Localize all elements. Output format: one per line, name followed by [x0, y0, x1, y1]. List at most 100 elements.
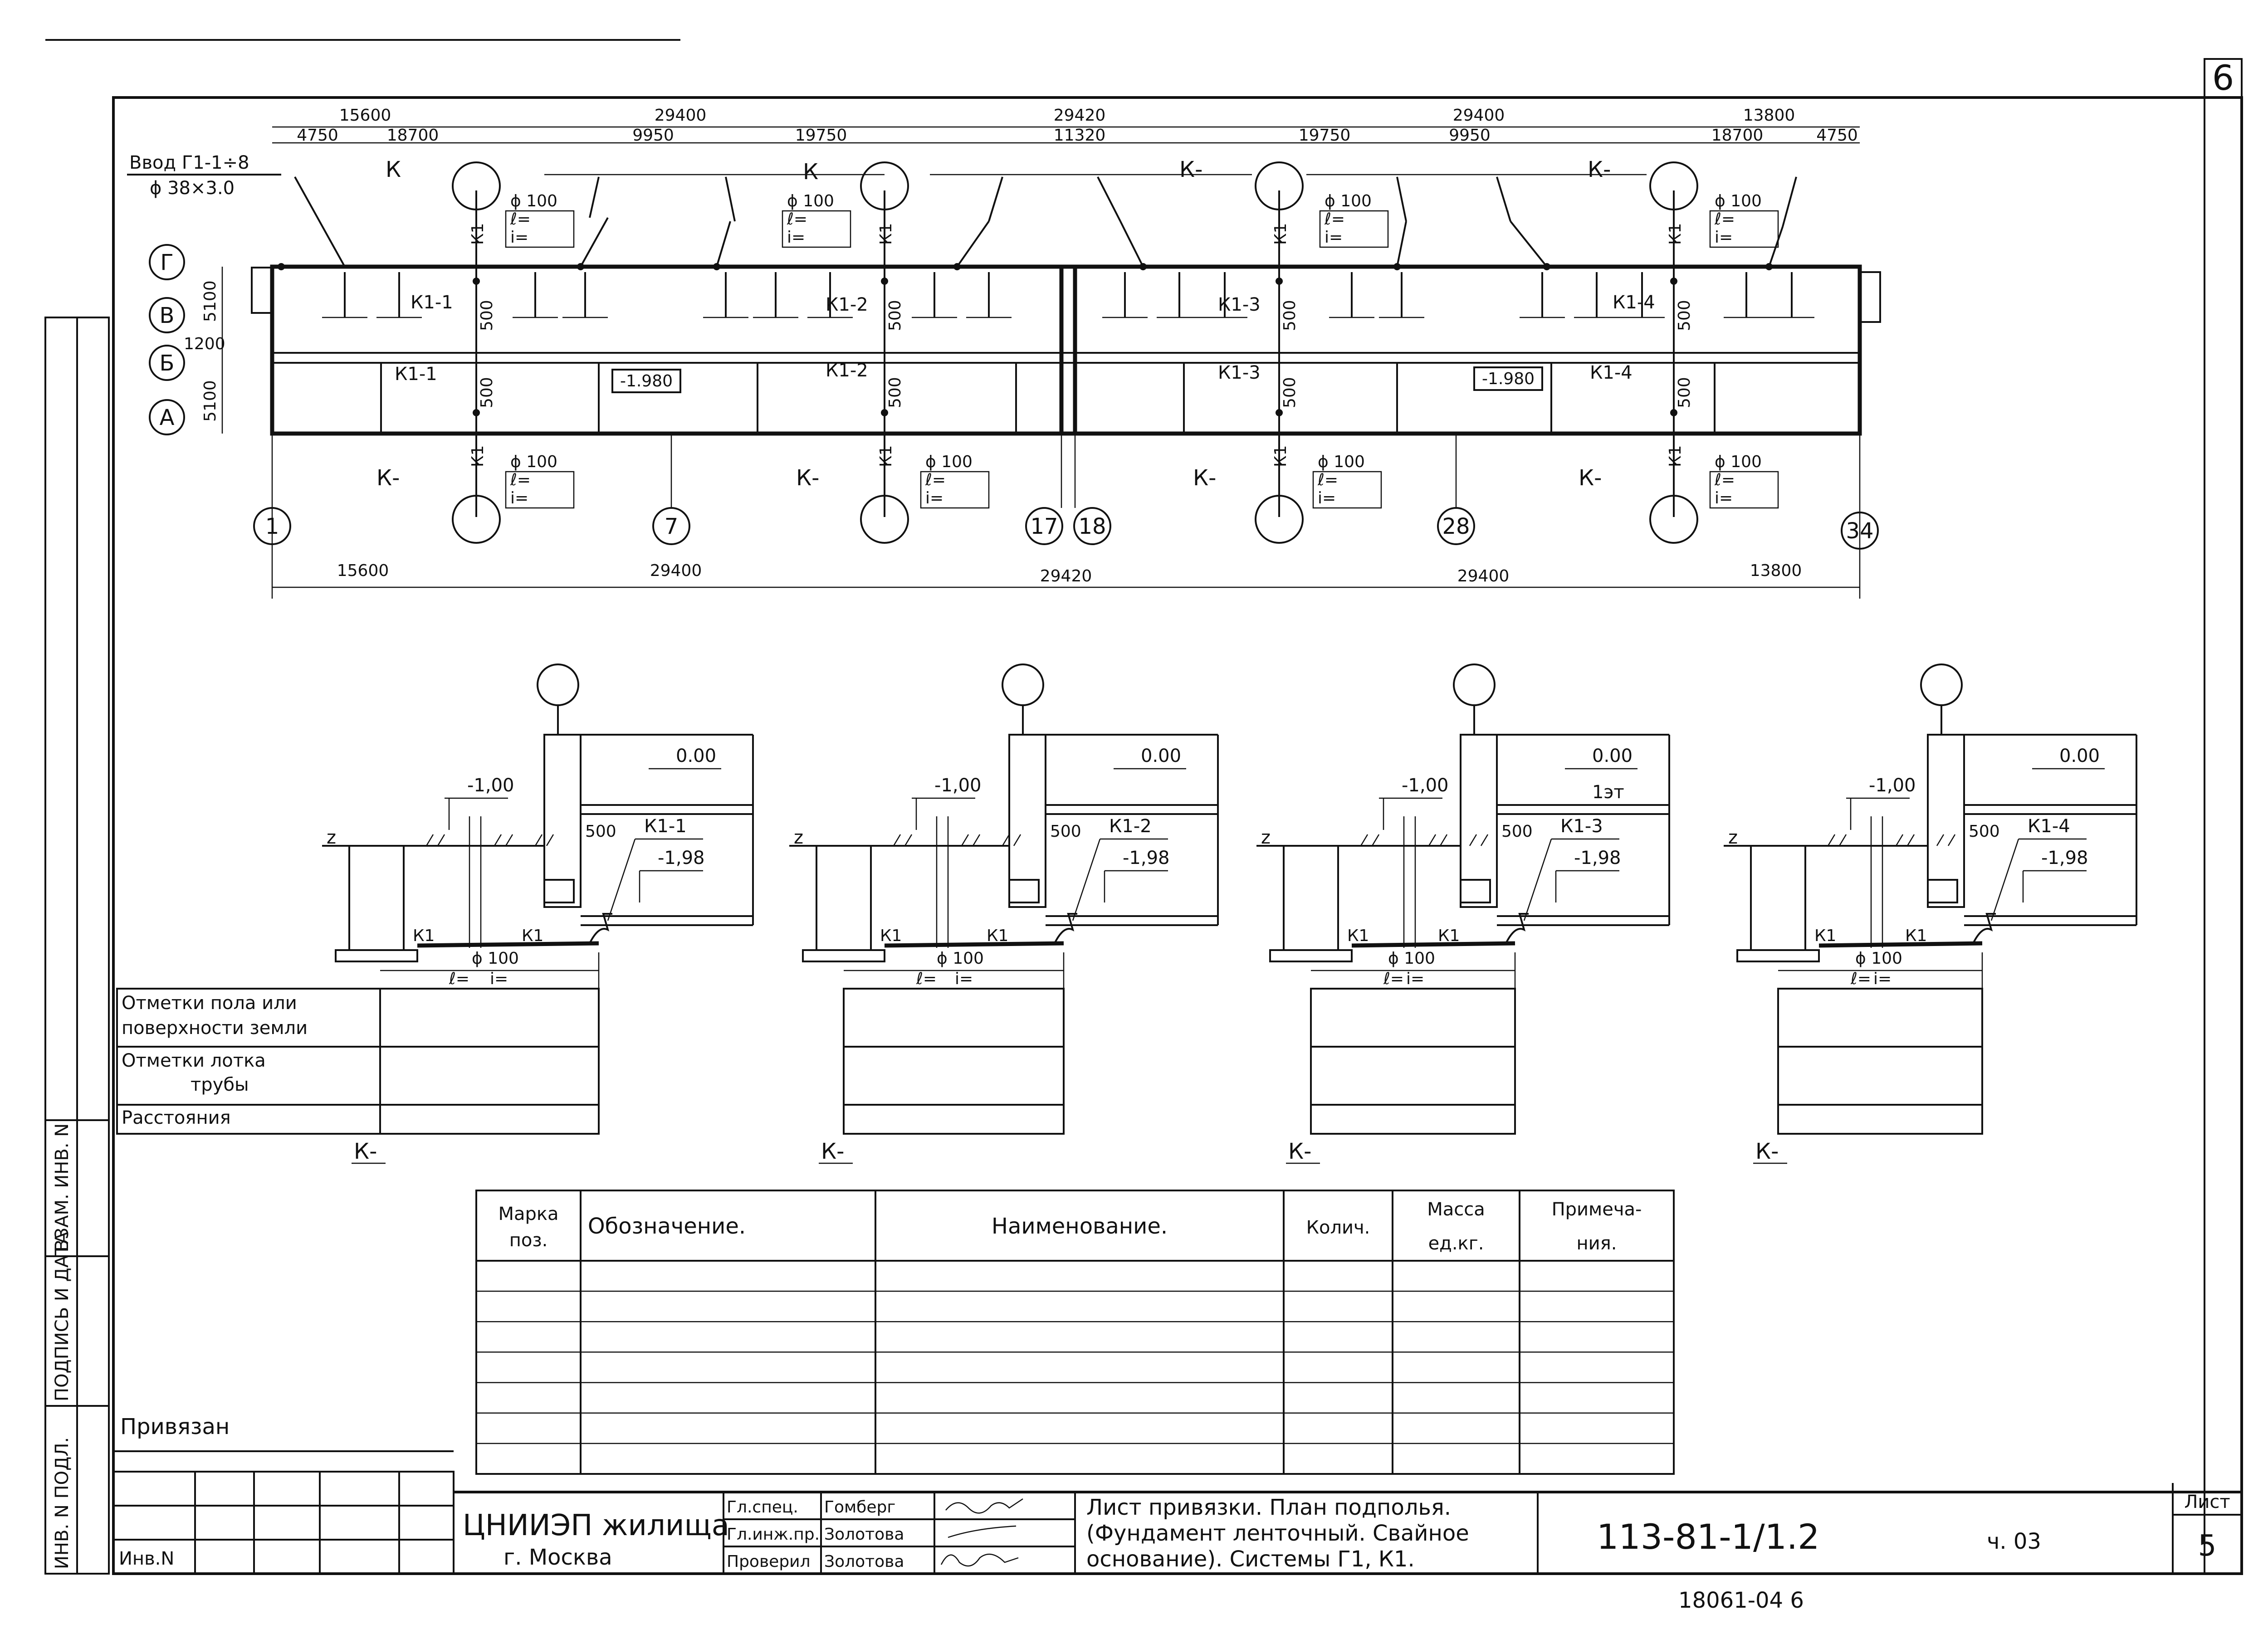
dim-500-1a: 500 [478, 300, 496, 331]
outlet-label-2: К1 [1905, 927, 1927, 945]
side-stamp-inv-podl: ИНВ. N ПОДЛ. [52, 1437, 73, 1569]
profile-row3: Расстояния [122, 1107, 231, 1128]
pipe-tag-i-4a: i= [1715, 228, 1733, 247]
pit [1008, 879, 1040, 903]
org-city: г. Москва [503, 1545, 612, 1570]
dim-500-3b: 500 [1281, 377, 1299, 408]
inv-no-label: Инв.N [119, 1548, 174, 1569]
riser-bottom-4: К1-4 [1590, 362, 1633, 383]
sheet-title-line-2: (Фундамент ленточный. Свайное [1086, 1521, 1469, 1546]
dim-500-2b: 500 [886, 377, 904, 408]
ground-elevation: -1,00 [1869, 775, 1916, 796]
outlet-label-1: К1 [880, 927, 902, 945]
riser-group-2: К К- К1-2 К1-2 500 500 К1 К1 ϕ 100 ℓ= i=… [782, 159, 990, 544]
spec-header-name: Наименование. [992, 1214, 1168, 1239]
side-stamp-podpis-data: ПОДПИСЬ И ДАТА [52, 1231, 73, 1401]
section-slope: i= [1873, 970, 1892, 988]
branch-line [580, 217, 609, 267]
section-length: ℓ= [1850, 970, 1871, 988]
top-sub-dim-9: 4750 [1816, 126, 1858, 145]
branch-line [1396, 176, 1407, 222]
spec-header-mark-1: Марка [498, 1204, 558, 1224]
spec-header-designation: Обозначение. [588, 1214, 746, 1239]
sheet-frame: 6 [45, 39, 2243, 1575]
foundation-pad [1269, 949, 1353, 962]
plan-elevation-1: -1.980 [620, 372, 673, 390]
pipe-tag-e-2b: ℓ= [925, 471, 946, 489]
pipe-tag-i-2b: i= [925, 489, 943, 507]
branch-line [988, 176, 1003, 222]
spec-header-mark-2: поз. [509, 1230, 548, 1251]
pipe-tag-e-3a: ℓ= [1324, 210, 1345, 229]
well-label-bottom-3: К- [1193, 465, 1216, 491]
dim-500: 500 [585, 822, 616, 841]
well-label-top-1: К [386, 157, 401, 182]
k1-label-4b: К1 [1666, 445, 1685, 467]
well-label-bottom-4: К- [1579, 465, 1602, 491]
floor-elevation: 0.00 [2059, 746, 2100, 766]
ground-elevation: -1,00 [467, 775, 514, 796]
bottom-elevation: -1,98 [2041, 848, 2088, 868]
top-dim-4: 29400 [1453, 106, 1505, 125]
outlet-label-2: К1 [522, 927, 543, 945]
ground-elevation: -1,00 [934, 775, 982, 796]
pipe-tag-d-1b: ϕ 100 [510, 453, 557, 471]
riser-column [1460, 734, 1498, 908]
vvod-pipe-size: ϕ 38×3.0 [150, 178, 235, 199]
top-sub-dim-6: 19750 [1299, 126, 1351, 145]
pipe-tag-d-3b: ϕ 100 [1318, 453, 1365, 471]
foundation-pad [802, 949, 885, 962]
dim-500-1b: 500 [478, 377, 496, 408]
pit [1460, 879, 1491, 903]
spec-table: Марка поз. Обозначение. Наименование. Ко… [475, 1190, 1675, 1475]
top-sub-dim-4: 19750 [795, 126, 847, 145]
trap-fitting [1505, 913, 1529, 944]
profile-row1-line1: Отметки пола или [122, 993, 297, 1014]
branch-line [1510, 220, 1548, 268]
top-sub-dim-2: 18700 [387, 126, 439, 145]
profile-table [843, 988, 1065, 1135]
branch-line [1782, 176, 1797, 227]
dim-500-2a: 500 [886, 300, 904, 331]
pipe-tag-d-4a: ϕ 100 [1715, 192, 1762, 210]
section-pipe-size: ϕ 100 [472, 949, 519, 968]
top-sub-dim-7: 9950 [1449, 126, 1491, 145]
profile-row2-line1: Отметки лотка [122, 1050, 266, 1071]
section-length: ℓ= [916, 970, 937, 988]
section-well-label: К- [1288, 1139, 1311, 1164]
sheet-number: 5 [2198, 1529, 2217, 1563]
well-label-top-3: К- [1179, 157, 1202, 182]
profile-row1-line2: поверхности земли [122, 1018, 308, 1039]
bottom-dim-5: 13800 [1750, 561, 1802, 580]
profile-table [1777, 988, 1983, 1135]
section-length: ℓ= [1383, 970, 1404, 988]
section-riser-label: К1-1 [644, 816, 687, 837]
section-well-label: К- [1755, 1139, 1779, 1164]
plan-elevation-2: -1.980 [1482, 370, 1535, 388]
col-axis-18: 18 [1078, 514, 1106, 539]
outlet-pipe [1818, 941, 1983, 948]
col-axis-34: 34 [1846, 518, 1873, 544]
side-stamp-vzam-inv: ВЗАМ. ИНВ. N [52, 1123, 73, 1252]
well-label-top-4: К- [1588, 157, 1611, 182]
col-axis-7: 7 [665, 514, 679, 539]
pipe-tag-d-3a: ϕ 100 [1325, 192, 1372, 210]
k1-label-3a: К1 [1271, 223, 1290, 245]
row-dim-2: 1200 [184, 335, 225, 353]
role-3: Проверил [727, 1552, 811, 1571]
sheet-title-line-1: Лист привязки. План подполья. [1086, 1495, 1451, 1520]
bottom-dim-4: 29400 [1457, 567, 1510, 585]
profile-table [379, 988, 600, 1135]
section-pipe-size: ϕ 100 [937, 949, 984, 968]
section-well-label: К- [821, 1139, 844, 1164]
bottom-dimensions: 15600 29400 29420 29400 13800 [272, 561, 1860, 588]
riser-top-circle [537, 663, 579, 706]
foundation-pad [1736, 949, 1820, 962]
trap-fitting [1054, 913, 1077, 944]
bottom-elevation: -1,98 [658, 848, 705, 868]
building-outline [270, 264, 1862, 436]
section-pipe-size: ϕ 100 [1855, 949, 1902, 968]
top-sub-dim-3: 9950 [632, 126, 674, 145]
